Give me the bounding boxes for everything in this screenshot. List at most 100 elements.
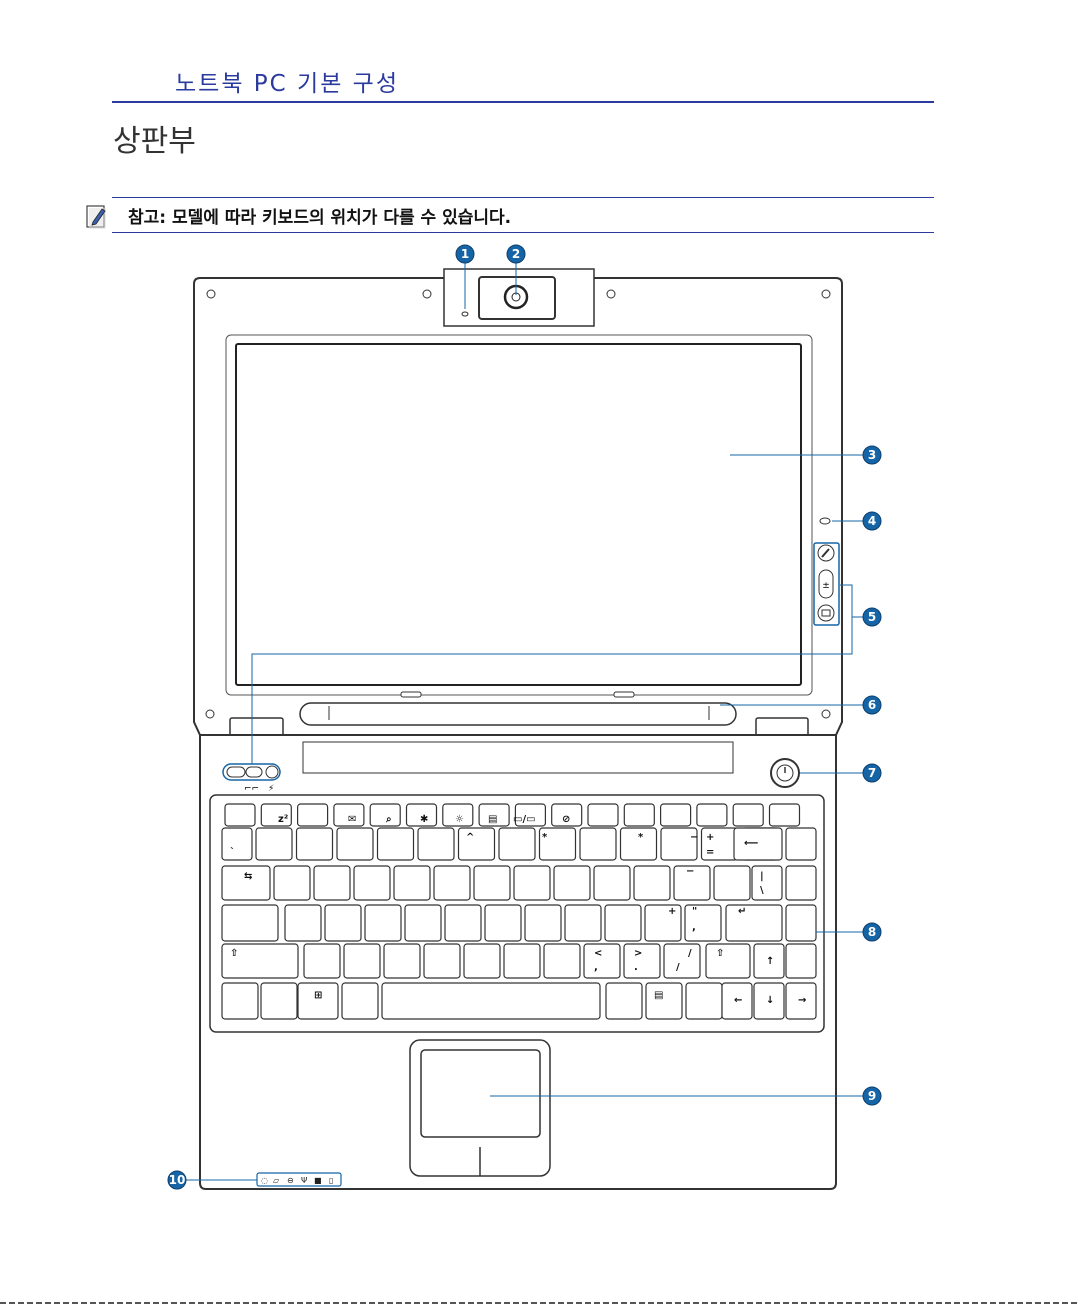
svg-text:■: ■ bbox=[314, 1176, 322, 1185]
key-glyph: ⌕ bbox=[385, 814, 392, 825]
keyboard-key bbox=[474, 866, 510, 900]
keyboard-key bbox=[222, 905, 278, 941]
keyboard-key bbox=[298, 983, 338, 1019]
keyboard-key bbox=[256, 828, 292, 860]
key-glyph: " bbox=[692, 906, 697, 917]
key-glyph: < bbox=[594, 948, 602, 959]
keyboard-key bbox=[786, 944, 816, 978]
key-glyph: * bbox=[638, 832, 644, 843]
keyboard-key bbox=[304, 944, 340, 978]
keyboard-key bbox=[605, 905, 641, 941]
keyboard-key bbox=[325, 905, 361, 941]
key-glyph: ` bbox=[230, 846, 235, 858]
key-glyph: ✱ bbox=[420, 814, 428, 825]
keyboard-key bbox=[588, 804, 618, 826]
keyboard-key bbox=[726, 905, 782, 941]
key-glyph: . bbox=[634, 962, 638, 973]
key-glyph: | bbox=[760, 871, 764, 882]
keyboard-key bbox=[405, 905, 441, 941]
keyboard-key bbox=[314, 866, 350, 900]
svg-text:Ψ: Ψ bbox=[301, 1176, 307, 1185]
svg-text:⊖: ⊖ bbox=[287, 1176, 294, 1185]
callout-label-3: 3 bbox=[868, 448, 876, 462]
keyboard-key bbox=[464, 944, 500, 978]
keyboard-key bbox=[297, 828, 333, 860]
key-glyph: + bbox=[668, 906, 676, 917]
key-glyph: , bbox=[594, 962, 598, 973]
svg-text:◌: ◌ bbox=[261, 1176, 268, 1185]
keyboard-key bbox=[394, 866, 430, 900]
key-glyph: ✉ bbox=[348, 814, 356, 825]
key-glyph: = bbox=[706, 847, 714, 858]
keyboard-key bbox=[342, 983, 378, 1019]
page-bottom-border bbox=[0, 1302, 1078, 1304]
key-glyph: ⟵ bbox=[744, 838, 758, 849]
keyboard-key bbox=[222, 983, 258, 1019]
key-glyph: / bbox=[676, 962, 680, 973]
key-glyph: ⇧ bbox=[230, 948, 238, 959]
key-glyph: − bbox=[690, 832, 698, 843]
keyboard-key bbox=[580, 828, 616, 860]
key-glyph: > bbox=[634, 948, 642, 959]
keyboard-key bbox=[525, 905, 561, 941]
key-glyph: ↑ bbox=[766, 956, 774, 967]
key-glyph: ⇆ bbox=[244, 871, 252, 882]
keyboard-key bbox=[770, 804, 800, 826]
keyboard-key bbox=[786, 905, 816, 941]
keyboard-key bbox=[382, 983, 600, 1019]
keyboard-key bbox=[786, 866, 816, 900]
callout-label-8: 8 bbox=[868, 925, 876, 939]
keyboard-key bbox=[685, 905, 721, 941]
keyboard-key bbox=[384, 944, 420, 978]
svg-text:⌐⌐: ⌐⌐ bbox=[244, 784, 259, 794]
keyboard-key bbox=[504, 944, 540, 978]
key-glyph: ▭/▭ bbox=[513, 814, 536, 825]
callout-label-1: 1 bbox=[461, 247, 469, 261]
callout-label-7: 7 bbox=[868, 766, 876, 780]
microphone-hole bbox=[462, 312, 468, 316]
keyboard-key bbox=[686, 983, 722, 1019]
display-panel bbox=[236, 344, 801, 685]
keyboard-key bbox=[554, 866, 590, 900]
keyboard-key bbox=[298, 804, 328, 826]
keyboard-key bbox=[706, 944, 750, 978]
key-glyph: / bbox=[688, 948, 692, 959]
keyboard-key bbox=[354, 866, 390, 900]
key-glyph: ⊘ bbox=[562, 814, 570, 825]
keyboard-key bbox=[664, 944, 700, 978]
key-glyph: ▤ bbox=[654, 990, 663, 1001]
keyboard-key bbox=[261, 983, 297, 1019]
keyboard-key bbox=[646, 983, 682, 1019]
keyboard-key bbox=[499, 828, 535, 860]
keyboard-key bbox=[418, 828, 454, 860]
key-glyph: + bbox=[706, 832, 714, 843]
keyboard-key bbox=[733, 804, 763, 826]
keyboard-key bbox=[594, 866, 630, 900]
touchpad bbox=[421, 1050, 540, 1137]
keyboard-key bbox=[285, 905, 321, 941]
key-glyph: ^ bbox=[466, 832, 474, 843]
speaker-grille bbox=[300, 703, 736, 725]
keyboard-key bbox=[661, 804, 691, 826]
callout-label-2: 2 bbox=[512, 247, 520, 261]
keyboard-key bbox=[344, 944, 380, 978]
callout-label-5: 5 bbox=[868, 610, 876, 624]
keyboard-key bbox=[365, 905, 401, 941]
key-glyph: → bbox=[798, 995, 806, 1006]
key-glyph: − bbox=[686, 866, 694, 877]
keyboard-key bbox=[337, 828, 373, 860]
keyboard-key bbox=[459, 828, 495, 860]
keyboard-key bbox=[624, 804, 654, 826]
keyboard-key bbox=[514, 866, 550, 900]
key-glyph: ⇧ bbox=[716, 948, 724, 959]
keyboard-key bbox=[485, 905, 521, 941]
svg-text:±: ± bbox=[822, 581, 830, 591]
key-glyph: z² bbox=[278, 814, 288, 825]
keyboard-key bbox=[378, 828, 414, 860]
key-glyph: ← bbox=[734, 995, 742, 1006]
keyboard-key bbox=[274, 866, 310, 900]
keyboard-key bbox=[606, 983, 642, 1019]
callout-label-10: 10 bbox=[169, 1173, 186, 1187]
key-glyph: ⊞ bbox=[314, 990, 322, 1001]
